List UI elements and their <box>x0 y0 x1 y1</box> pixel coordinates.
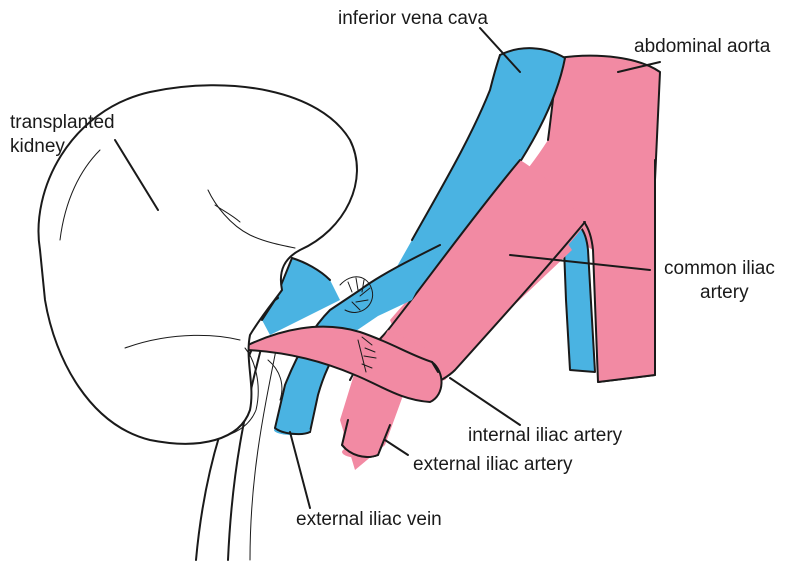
label-external-iliac-vein: external iliac vein <box>296 509 442 531</box>
label-external-iliac-artery: external iliac artery <box>413 454 572 476</box>
label-transplanted-kidney-line1: transplanted <box>10 112 115 134</box>
leader-external-iliac-vein <box>290 432 310 508</box>
leader-internal-iliac-artery <box>450 378 520 425</box>
label-inferior-vena-cava: inferior vena cava <box>338 8 488 30</box>
leader-external-iliac-artery <box>385 440 408 455</box>
label-common-iliac-artery-line1: common iliac <box>664 258 775 280</box>
label-abdominal-aorta: abdominal aorta <box>634 36 770 58</box>
label-transplanted-kidney-line2: kidney <box>10 136 65 158</box>
label-common-iliac-artery-line2: artery <box>700 282 749 304</box>
label-internal-iliac-artery: internal iliac artery <box>468 425 622 447</box>
